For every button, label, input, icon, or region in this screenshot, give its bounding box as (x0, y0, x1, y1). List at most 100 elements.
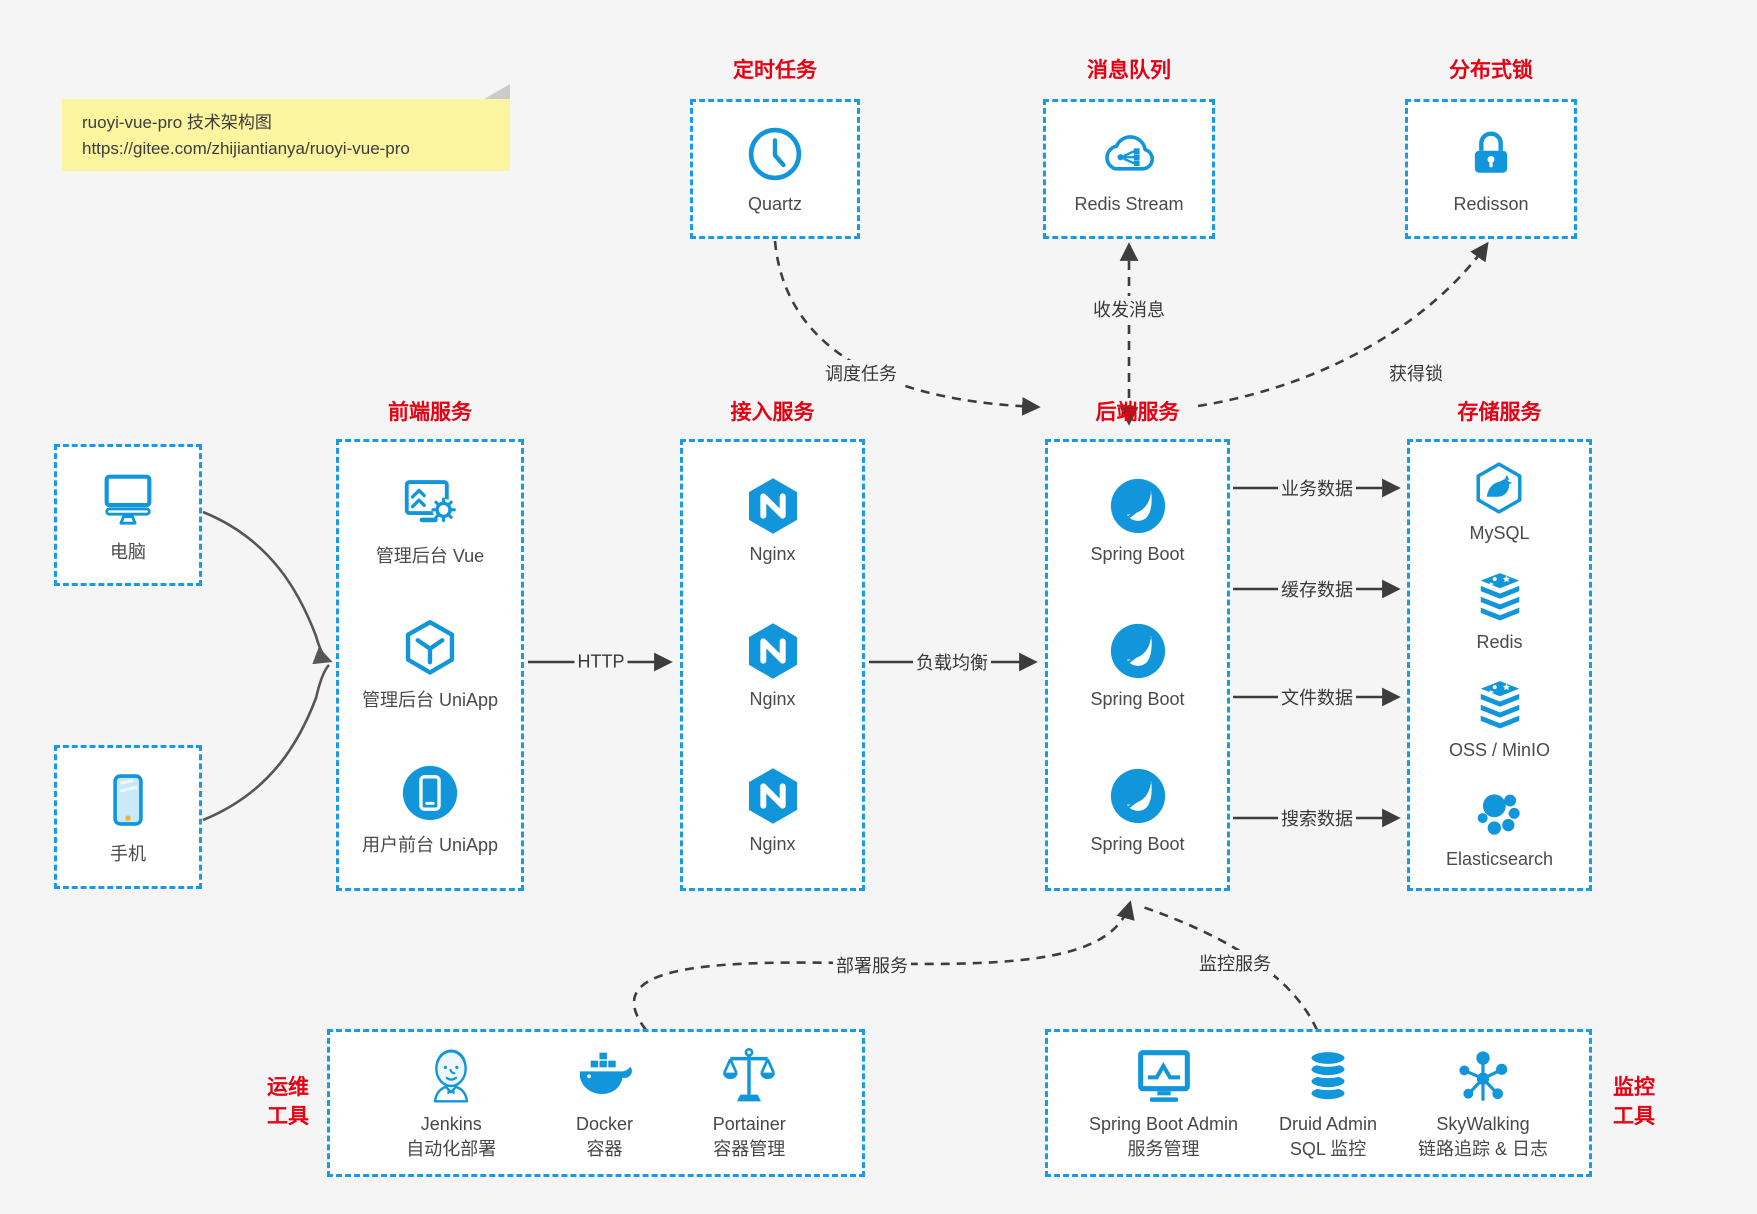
node-computer: 电脑 (54, 444, 202, 586)
group-storage-services: MySQL Redis OSS / MinIO Elasticsearch (1407, 439, 1592, 891)
edge-label-file-data: 文件数据 (1278, 684, 1356, 710)
node-phone: 手机 (54, 745, 202, 889)
label-line: 运维 (267, 1076, 309, 1099)
lock-icon (1460, 123, 1522, 185)
tool-desc: 容器管理 (713, 1139, 786, 1159)
edge-label-lock: 获得锁 (1386, 360, 1446, 386)
item-label: 管理后台 UniApp (361, 690, 499, 711)
tool-name: Spring Boot Admin (1088, 1113, 1239, 1134)
label-line: 监控 (1613, 1076, 1655, 1099)
title-backend-services: 后端服务 (1095, 401, 1180, 424)
item-label: 管理后台 Vue (375, 545, 485, 566)
node-redisson: Redisson (1405, 99, 1577, 239)
group-ops-tools: Jenkins 自动化部署 Docker 容器 Portainer 容器管理 (327, 1029, 865, 1177)
label-ops-tools: 运维 工具 (256, 1073, 320, 1132)
tool-portainer: Portainer 容器管理 (713, 1044, 786, 1162)
edge-schedule (773, 240, 1041, 416)
item-label: Nginx (749, 544, 796, 565)
title-message-queue: 消息队列 (1087, 59, 1171, 82)
tool-name: Jenkins (420, 1113, 482, 1134)
nginx-icon (742, 620, 804, 682)
tool-desc: SQL 监控 (1289, 1139, 1367, 1159)
title-storage-services: 存储服务 (1457, 401, 1542, 424)
title-gateway-services: 接入服务 (730, 401, 815, 424)
spring-boot-item: Spring Boot (1090, 475, 1185, 565)
spring-boot-admin-icon (1132, 1044, 1196, 1108)
spring-boot-icon (1107, 475, 1169, 537)
node-label: 手机 (110, 843, 146, 864)
node-label: Quartz (747, 194, 803, 214)
frontend-item-uniapp-admin: 管理后台 UniApp (362, 617, 498, 712)
node-label: 电脑 (110, 541, 146, 562)
sticky-note: ruoyi-vue-pro 技术架构图 https://gitee.com/zh… (62, 84, 510, 171)
note-title: ruoyi-vue-pro 技术架构图 (82, 113, 272, 132)
mysql-icon (1471, 460, 1527, 516)
spring-boot-icon (1107, 620, 1169, 682)
group-backend-services: Spring Boot Spring Boot Spring Boot (1045, 439, 1230, 891)
node-label: Redisson (1453, 194, 1529, 214)
admin-vue-icon (399, 473, 461, 535)
tool-docker: Docker 容器 (572, 1044, 636, 1162)
item-label: Nginx (749, 833, 796, 854)
spring-boot-item: Spring Boot (1090, 620, 1185, 710)
skywalking-icon (1451, 1044, 1515, 1108)
edge-label-messages: 收发消息 (1090, 296, 1168, 322)
edge-phone-to-frontend (202, 664, 330, 822)
cloud-mq-icon (1098, 123, 1160, 185)
item-label: Redis (1476, 631, 1523, 652)
title-distributed-lock: 分布式锁 (1449, 59, 1533, 82)
storage-item-redis: Redis (1472, 569, 1528, 653)
storage-item-elasticsearch: Elasticsearch (1446, 786, 1553, 870)
edge-label-schedule: 调度任务 (822, 360, 900, 386)
item-label: Nginx (749, 688, 796, 709)
item-label: 用户前台 UniApp (361, 835, 499, 856)
tool-desc: 链路追踪 & 日志 (1418, 1139, 1549, 1159)
edge-label-load-balance: 负载均衡 (913, 649, 991, 675)
tool-skywalking: SkyWalking 链路追踪 & 日志 (1418, 1044, 1548, 1162)
tool-desc: 容器 (586, 1139, 623, 1159)
edge-label-search-data: 搜索数据 (1278, 805, 1356, 831)
node-quartz: Quartz (690, 99, 860, 239)
spring-boot-item: Spring Boot (1090, 765, 1185, 855)
tool-spring-boot-admin: Spring Boot Admin 服务管理 (1089, 1044, 1238, 1162)
note-url: https://gitee.com/zhijiantianya/ruoyi-vu… (82, 138, 410, 158)
docker-icon (572, 1044, 636, 1108)
edge-label-cache-data: 缓存数据 (1278, 576, 1356, 602)
edge-label-monitor: 监控服务 (1196, 950, 1274, 976)
nginx-item: Nginx (742, 765, 804, 855)
storage-item-mysql: MySQL (1469, 460, 1530, 544)
label-monitor-tools: 监控 工具 (1602, 1073, 1666, 1132)
computer-icon (97, 467, 159, 529)
edge-label-biz-data: 业务数据 (1278, 475, 1356, 501)
edge-label-http: HTTP (574, 651, 628, 673)
spring-boot-icon (1107, 765, 1169, 827)
item-label: Spring Boot (1090, 688, 1185, 709)
tool-desc: 自动化部署 (406, 1139, 497, 1159)
group-monitor-tools: Spring Boot Admin 服务管理 Druid Admin SQL 监… (1045, 1029, 1592, 1177)
tool-name: Druid Admin (1279, 1113, 1378, 1134)
node-label: Redis Stream (1074, 194, 1184, 214)
item-label: Spring Boot (1090, 544, 1185, 565)
smartphone-icon (97, 769, 159, 831)
edge-computer-to-frontend (202, 510, 333, 665)
edge-label-deploy: 部署服务 (833, 952, 911, 978)
frontend-item-user-app: 用户前台 UniApp (362, 762, 498, 857)
oss-minio-icon (1472, 677, 1528, 733)
frontend-item-vue: 管理后台 Vue (376, 473, 484, 568)
label-line: 工具 (1613, 1105, 1655, 1129)
node-redis-stream: Redis Stream (1043, 99, 1215, 239)
storage-item-oss-minio: OSS / MinIO (1449, 677, 1550, 761)
label-line: 工具 (267, 1105, 309, 1129)
item-label: Elasticsearch (1445, 848, 1554, 869)
title-frontend-services: 前端服务 (388, 401, 472, 424)
tool-druid-admin: Druid Admin SQL 监控 (1279, 1044, 1377, 1162)
tool-name: Docker (575, 1113, 633, 1134)
uniapp-cube-icon (399, 617, 461, 679)
tool-jenkins: Jenkins 自动化部署 (406, 1044, 496, 1162)
tool-name: Portainer (712, 1113, 786, 1134)
nginx-item: Nginx (742, 620, 804, 710)
nginx-item: Nginx (742, 475, 804, 565)
elasticsearch-icon (1471, 786, 1527, 842)
clock-icon (744, 123, 806, 185)
title-scheduled-tasks: 定时任务 (733, 59, 817, 82)
